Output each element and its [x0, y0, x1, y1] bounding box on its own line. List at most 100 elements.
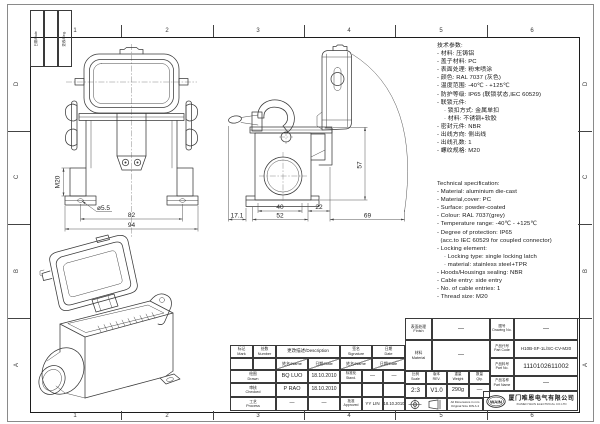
zone-tick — [578, 130, 592, 132]
date-subheader-2: 日期/Date — [372, 358, 405, 370]
iso-view — [38, 234, 181, 399]
zone-tick — [487, 411, 488, 420]
part-code-value: H10B-SF-1L/SC-CV-M20 — [514, 340, 578, 358]
tb-empty-1 — [340, 383, 362, 397]
drawing-frame — [30, 37, 580, 413]
zone-col-4b: 4 — [347, 413, 351, 419]
spec-english: Technical specification: - Material: alu… — [437, 181, 552, 301]
zone-col-1: 1 — [73, 28, 77, 34]
drawing-no-value: — — [514, 318, 578, 340]
dim-17-1: 17.1 — [231, 212, 244, 219]
side-view: 57 40 22 52 69 17.1 — [228, 44, 408, 222]
zone-tick — [8, 130, 30, 132]
svg-text:WAIN: WAIN — [490, 399, 503, 404]
zone-tick — [304, 411, 305, 420]
first-angle-projection-icon — [408, 399, 441, 410]
dim-22: 22 — [315, 204, 323, 211]
zone-col-2: 2 — [165, 28, 169, 34]
dimension-note: All Dimensions in mm Original Size DIN A… — [447, 398, 483, 411]
mark-empty — [230, 358, 253, 370]
drawn-date: 18.10.2010 — [308, 370, 340, 383]
zone-tick — [121, 25, 122, 37]
sheet-trim-border — [7, 4, 594, 422]
approved-name: YY LIN — [362, 397, 383, 411]
dim-40: 40 — [276, 204, 284, 211]
dim-94: 94 — [128, 222, 136, 229]
description-header: 更改描述/Description — [276, 345, 340, 358]
checked-name: P RAO — [276, 383, 308, 397]
finish-value: — — [432, 318, 490, 340]
zone-col-2b: 2 — [165, 413, 169, 419]
spec-chinese: 技术参数: - 材料: 压铸铝 - 盖子材料: PC - 表面处理: 粉末喷涂 … — [437, 43, 542, 155]
material-value: — — [432, 340, 490, 371]
number-empty — [253, 358, 276, 370]
tb-empty-3 — [383, 383, 405, 397]
scale-value: 2:3 — [405, 384, 426, 398]
dim-57: 57 — [357, 161, 364, 169]
dim-52: 52 — [276, 213, 284, 220]
dim-69: 69 — [364, 213, 372, 220]
zone-col-6: 6 — [530, 28, 534, 34]
zone-tick — [487, 25, 488, 37]
zone-tick — [213, 411, 214, 420]
dim-dia-5-5: ø5.5 — [97, 205, 110, 212]
dim-82: 82 — [128, 212, 136, 219]
checked-date: 18.10.2010 — [308, 383, 340, 397]
drawn-name: BQ LUO — [276, 370, 308, 383]
company-cell: WAIN 厦门唯恩电气有限公司 XIAMEN WAIN ELECTRICAL C… — [483, 391, 578, 411]
zone-col-5: 5 — [439, 28, 443, 34]
zone-tick — [578, 317, 592, 319]
zone-tick — [395, 411, 396, 420]
corner-box-col2 — [44, 10, 58, 67]
wain-logo-icon: WAIN — [486, 394, 507, 408]
zone-tick — [121, 411, 122, 420]
zone-col-6b: 6 — [530, 413, 534, 419]
process-name: — — [276, 397, 308, 411]
zone-col-3b: 3 — [256, 413, 260, 419]
corner-box-col3: 更改/Reg. — [58, 10, 72, 67]
tb-empty-2 — [362, 383, 383, 397]
company-name-en: XIAMEN WAIN ELECTRICAL CO.LTD — [516, 402, 567, 407]
zone-tick — [395, 25, 396, 37]
zone-col-1b: 1 — [73, 413, 77, 419]
standardized-name: — — [362, 370, 383, 383]
zone-tick — [8, 317, 30, 319]
projection-symbols — [405, 398, 447, 411]
zone-col-4: 4 — [347, 28, 351, 34]
part-name-value: — — [514, 376, 578, 391]
name-subheader-2: 姓名/Name — [340, 358, 372, 370]
process-date: — — [308, 397, 340, 411]
date-subheader: 日期/Date — [308, 358, 340, 370]
weight-value: 290g — [447, 384, 469, 398]
zone-col-3: 3 — [256, 28, 260, 34]
front-view: M20 ø5.5 82 94 — [55, 44, 199, 238]
rev-value: V1.0 — [426, 384, 447, 398]
zone-tick — [8, 224, 30, 225]
dim-m20: M20 — [55, 175, 62, 188]
zone-tick — [304, 25, 305, 37]
company-name-cn: 厦门唯恩电气有限公司 — [508, 395, 575, 402]
standardized-date: — — [383, 370, 405, 383]
zone-tick — [213, 25, 214, 37]
approved-date: 18.10.2010 — [383, 397, 405, 411]
